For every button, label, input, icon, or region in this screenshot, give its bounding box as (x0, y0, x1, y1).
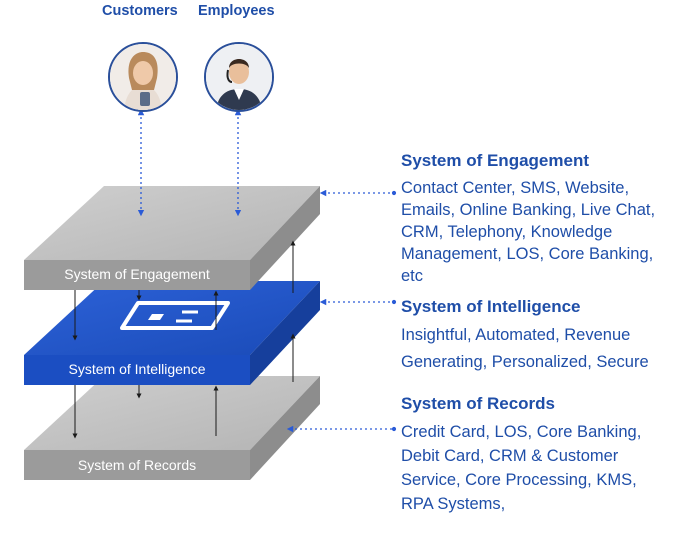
records-layer-side (250, 376, 320, 480)
engagement-description: Contact Center, SMS, Website, Emails, On… (401, 179, 656, 285)
intelligence-layer-label: System of Intelligence (68, 361, 206, 377)
engagement-layer-side (250, 186, 320, 290)
records-layer-label: System of Records (77, 457, 197, 473)
terminal-card-icon (120, 301, 230, 330)
engagement-layer-label: System of Engagement (64, 266, 210, 282)
records-description: Credit Card, LOS, Core Banking, Debit Ca… (401, 423, 642, 513)
records-layer-front (24, 450, 250, 480)
engagement-layer-top (24, 186, 320, 260)
employees-label: Employees (198, 3, 275, 19)
employee-avatar (204, 42, 274, 112)
intelligence-layer-front (24, 355, 250, 385)
intelligence-layer (24, 281, 320, 385)
records-layer (24, 376, 320, 480)
intelligence-layer-side (250, 281, 320, 385)
intelligence-title: System of Intelligence (401, 297, 581, 316)
employee-photo-icon (206, 44, 272, 110)
customers-label: Customers (102, 3, 178, 19)
engagement-layer (24, 186, 320, 290)
customer-avatar (108, 42, 178, 112)
intelligence-description: Insightful, Automated, Revenue Generatin… (401, 326, 649, 371)
engagement-title: System of Engagement (401, 151, 589, 170)
customer-photo-icon (110, 44, 176, 110)
records-title: System of Records (401, 394, 555, 413)
records-layer-top (24, 376, 320, 450)
intelligence-layer-top (24, 281, 320, 355)
engagement-layer-front (24, 260, 250, 290)
